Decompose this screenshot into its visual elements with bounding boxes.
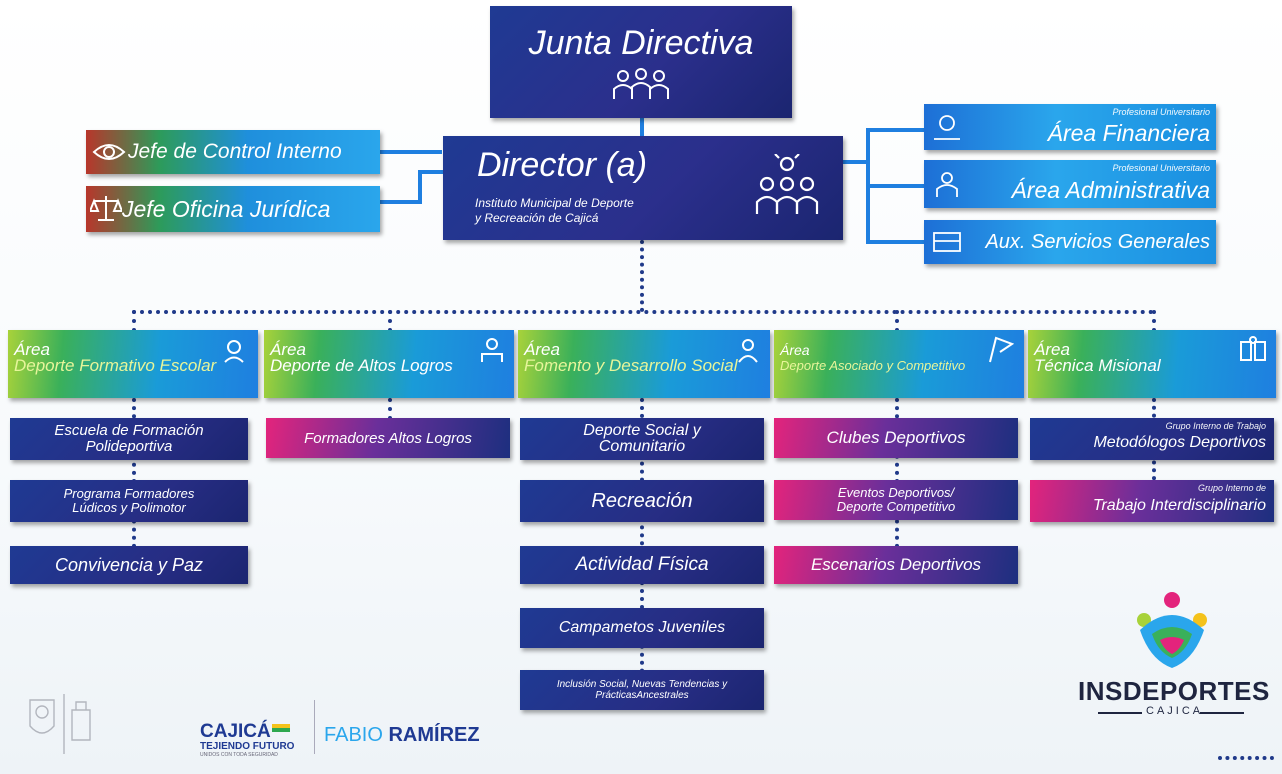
money-hand-icon [934, 115, 960, 140]
area-administrativa-box: Profesional Universitario Área Administr… [924, 160, 1216, 208]
item-metodologos-small: Grupo Interno de Trabajo [1165, 421, 1266, 431]
junta-directiva-title: Junta Directiva [528, 23, 754, 62]
admin-icon [936, 172, 958, 197]
connector-area-2 [388, 310, 392, 332]
item-escuela-formacion: Escuela de Formación Polideportiva [10, 418, 248, 460]
insdeportes-rule-right [1200, 712, 1244, 714]
insdeportes-rule-left [1098, 712, 1142, 714]
connector-junta-director [640, 118, 644, 136]
cajica-logo: CAJICÁ TEJIENDO FUTURO UNIDOS CON TODA S… [200, 722, 310, 758]
connector-area-5 [1152, 310, 1156, 332]
area-header-altos-logros-l1: Área [270, 340, 306, 359]
connector-right-main [842, 160, 870, 164]
area-header-fomento-l2: Fomento y Desarrollo Social [524, 356, 738, 375]
item-escenarios-deportivos: Escenarios Deportivos [774, 546, 1018, 584]
student-icon [224, 340, 244, 363]
services-icon [933, 232, 961, 252]
area-financiera-label: Área Financiera [1047, 120, 1210, 146]
connector-juridica [380, 200, 420, 204]
director-subtitle-2: y Recreación de Cajicá [475, 211, 599, 225]
books-icon [1240, 336, 1266, 361]
connector-director-areas [640, 240, 644, 312]
logo-divider [314, 700, 315, 754]
item-eventos-deportivos: Eventos Deportivos/ Deporte Competitivo [774, 480, 1018, 520]
area-header-fomento-l1: Área [524, 340, 560, 359]
area-header-asociado-l1: Área [780, 342, 810, 358]
item-campamentos: Campametos Juveniles [520, 608, 764, 648]
footer-dots [1218, 756, 1274, 760]
area-financiera-small: Profesional Universitario [1112, 107, 1210, 117]
aux-servicios-label: Aux. Servicios Generales [985, 231, 1210, 253]
board-people-icon [613, 67, 669, 99]
fabio-ramirez-logo: FABIO RAMÍREZ [324, 724, 480, 747]
item-clubes-deportivos: Clubes Deportivos [774, 418, 1018, 458]
area-header-tecnica-l2: Técnica Misional [1034, 356, 1161, 375]
ramirez-name: RAMÍREZ [388, 724, 480, 746]
area-header-formativo-l2: Deporte Formativo Escolar [14, 356, 217, 375]
connector-left-vertical [418, 170, 422, 204]
area-financiera-box: Profesional Universitario Área Financier… [924, 104, 1216, 150]
control-interno-label: Jefe de Control Interno [128, 140, 342, 163]
insdeportes-mark [1137, 592, 1207, 668]
insdeportes-brand: INSDEPORTES [1078, 676, 1270, 706]
connector-col1 [132, 398, 136, 548]
connector-control [380, 150, 442, 154]
control-interno-box: Jefe de Control Interno [86, 130, 380, 174]
connector-administrativa [866, 184, 924, 188]
area-administrativa-small: Profesional Universitario [1112, 163, 1210, 173]
cajica-logo-sub: UNIDOS CON TODA SEGURIDAD [200, 752, 278, 758]
oficina-juridica-box: Jefe Oficina Jurídica [86, 186, 380, 232]
connector-area-1 [132, 310, 136, 332]
municipal-seal-logo [29, 694, 91, 754]
area-header-tecnica-l1: Área [1034, 340, 1070, 359]
director-box: Director (a) Instituto Municipal de Depo… [443, 136, 843, 240]
item-metodologos: Grupo Interno de Trabajo Metodólogos Dep… [1030, 418, 1274, 460]
athlete-icon [481, 338, 503, 362]
insdeportes-sub: CAJICA [1146, 705, 1204, 717]
item-interdisciplinario-label: Trabajo Interdisciplinario [1092, 497, 1266, 514]
connector-col3 [640, 398, 644, 673]
connector-aux [866, 240, 924, 244]
item-inclusion-social: Inclusión Social, Nuevas Tendencias y Pr… [520, 670, 764, 710]
scales-icon [90, 196, 122, 221]
item-actividad-fisica: Actividad Física [520, 546, 764, 584]
cajica-flag-mark [272, 724, 290, 732]
aux-servicios-box: Aux. Servicios Generales [924, 220, 1216, 264]
flag-icon [989, 336, 1014, 363]
item-recreacion: Recreación [520, 480, 764, 522]
area-header-altos-logros-l2: Deporte de Altos Logros [270, 356, 453, 375]
junta-directiva-box: Junta Directiva [490, 6, 792, 118]
connector-areas-bar [132, 310, 1154, 314]
item-formadores-ludicos: Programa Formadores Lúdicos y Polimotor [10, 480, 248, 522]
person-icon [738, 339, 758, 363]
connector-area-4 [895, 310, 899, 332]
connector-financiera [866, 128, 924, 132]
connector-col4 [895, 398, 899, 548]
item-convivencia-paz: Convivencia y Paz [10, 546, 248, 584]
item-formadores-altos-logros: Formadores Altos Logros [266, 418, 510, 458]
cajica-logo-title: CAJICÁ [200, 721, 271, 742]
item-interdisciplinario-small: Grupo Interno de [1197, 483, 1266, 493]
eye-icon [92, 144, 126, 160]
fabio-name: FABIO [324, 724, 383, 746]
team-icon [755, 154, 819, 214]
item-deporte-social: Deporte Social y Comunitario [520, 418, 764, 460]
area-header-asociado-l2: Deporte Asociado y Competitivo [780, 358, 966, 373]
director-subtitle-1: Instituto Municipal de Deporte [475, 196, 634, 210]
item-metodologos-label: Metodólogos Deportivos [1093, 434, 1266, 451]
cajica-logo-tagline: TEJIENDO FUTURO [200, 741, 295, 752]
connector-left-vertical-stub [418, 170, 444, 174]
connector-col2 [388, 398, 392, 420]
item-interdisciplinario: Grupo Interno de Trabajo Interdisciplina… [1030, 480, 1274, 522]
oficina-juridica-label: Jefe Oficina Jurídica [122, 196, 331, 222]
area-administrativa-label: Área Administrativa [1011, 177, 1210, 203]
director-title: Director (a) [477, 146, 648, 184]
area-header-formativo-l1: Área [14, 340, 50, 359]
